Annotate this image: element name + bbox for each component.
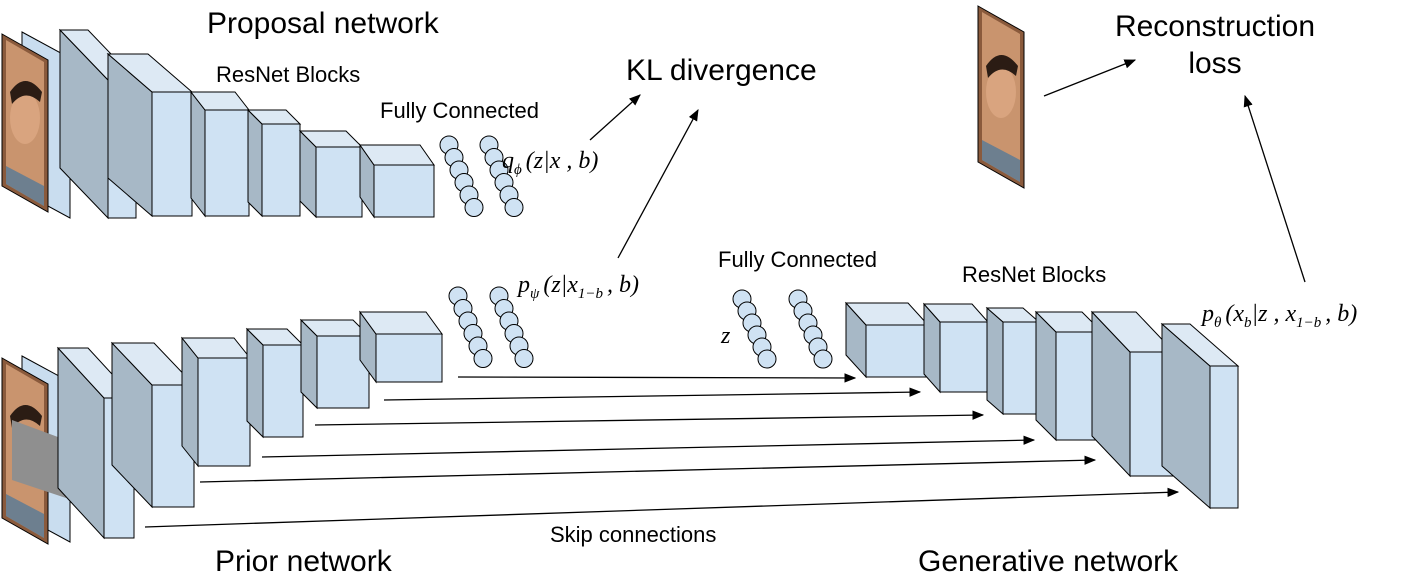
fc-node <box>514 349 534 368</box>
prior-distribution-label: pψ(z|x1−b, b) <box>516 272 639 302</box>
proposal-block-3 <box>189 90 251 218</box>
image-to-loss-arrow <box>1043 59 1137 97</box>
prior-block-6 <box>359 310 443 384</box>
proposal-block-5 <box>298 129 364 219</box>
proposal-block-4 <box>246 108 302 218</box>
skip-connection-arrow-1 <box>457 373 857 383</box>
generative-resnet-blocks-label: ResNet Blocks <box>962 262 1106 287</box>
reconstruction-loss-label-line1: Reconstruction <box>1115 10 1315 43</box>
generative-block-6 <box>1160 322 1240 510</box>
skip-connection-arrow-2 <box>383 387 922 401</box>
prior-resnet-blocks <box>56 310 443 540</box>
prior-block-4 <box>245 327 305 439</box>
skip-connections-label: Skip connections <box>550 522 716 547</box>
proposal-block-6 <box>359 143 435 219</box>
fc-node <box>757 349 777 369</box>
kl-divergence-label: KL divergence <box>626 54 817 87</box>
proposal-fully-connected-label: Fully Connected <box>380 98 539 123</box>
skip-connection-arrow-3 <box>314 410 985 426</box>
prior-block-5 <box>299 318 371 410</box>
generative-fc-column-2 <box>788 289 833 369</box>
fc-node <box>504 198 524 217</box>
generative-block-1 <box>844 301 930 379</box>
skip-connection-arrow-6 <box>144 487 1180 528</box>
proposal-block-2 <box>106 52 194 218</box>
proposal-to-kl-arrow <box>589 94 641 141</box>
proposal-resnet-blocks-label: ResNet Blocks <box>216 62 360 87</box>
fc-node <box>464 198 484 217</box>
prior-fc-column-1 <box>448 286 493 368</box>
latent-z-label: z <box>720 323 731 349</box>
prior-fully-connected-nodes <box>448 286 534 368</box>
proposal-fully-connected-nodes <box>439 135 524 217</box>
generative-block-2 <box>922 302 990 394</box>
skip-connections <box>144 373 1180 528</box>
generative-distribution-label: pθ(xb|z , x1−b, b) <box>1200 301 1357 331</box>
prior-to-kl-arrow <box>617 108 699 259</box>
generative-to-loss-arrow <box>1243 94 1306 283</box>
reconstructed-image <box>977 5 1025 189</box>
generative-fully-connected-nodes <box>732 289 833 369</box>
proposal-input-image <box>1 31 71 219</box>
prior-fc-column-2 <box>489 286 534 368</box>
skip-connection-arrow-5 <box>199 455 1097 483</box>
fc-node <box>473 349 493 368</box>
prior-network-title: Prior network <box>215 545 393 575</box>
proposal-fc-column-2 <box>479 135 524 217</box>
proposal-distribution-label: qϕ(z|x , b) <box>502 148 598 178</box>
skip-connection-arrow-4 <box>261 435 1036 458</box>
generative-fully-connected-label: Fully Connected <box>718 247 877 272</box>
reconstruction-loss-label-line2: loss <box>1188 47 1241 80</box>
generative-resnet-blocks <box>844 301 1240 510</box>
generative-fc-column-1 <box>732 289 777 369</box>
prior-block-3 <box>180 336 252 468</box>
proposal-fc-column-1 <box>439 135 484 217</box>
fc-node <box>813 349 833 369</box>
generative-block-3 <box>985 306 1041 416</box>
generative-network-title: Generative network <box>918 545 1179 575</box>
proposal-network-title: Proposal network <box>207 7 440 40</box>
proposal-resnet-blocks <box>58 28 435 220</box>
